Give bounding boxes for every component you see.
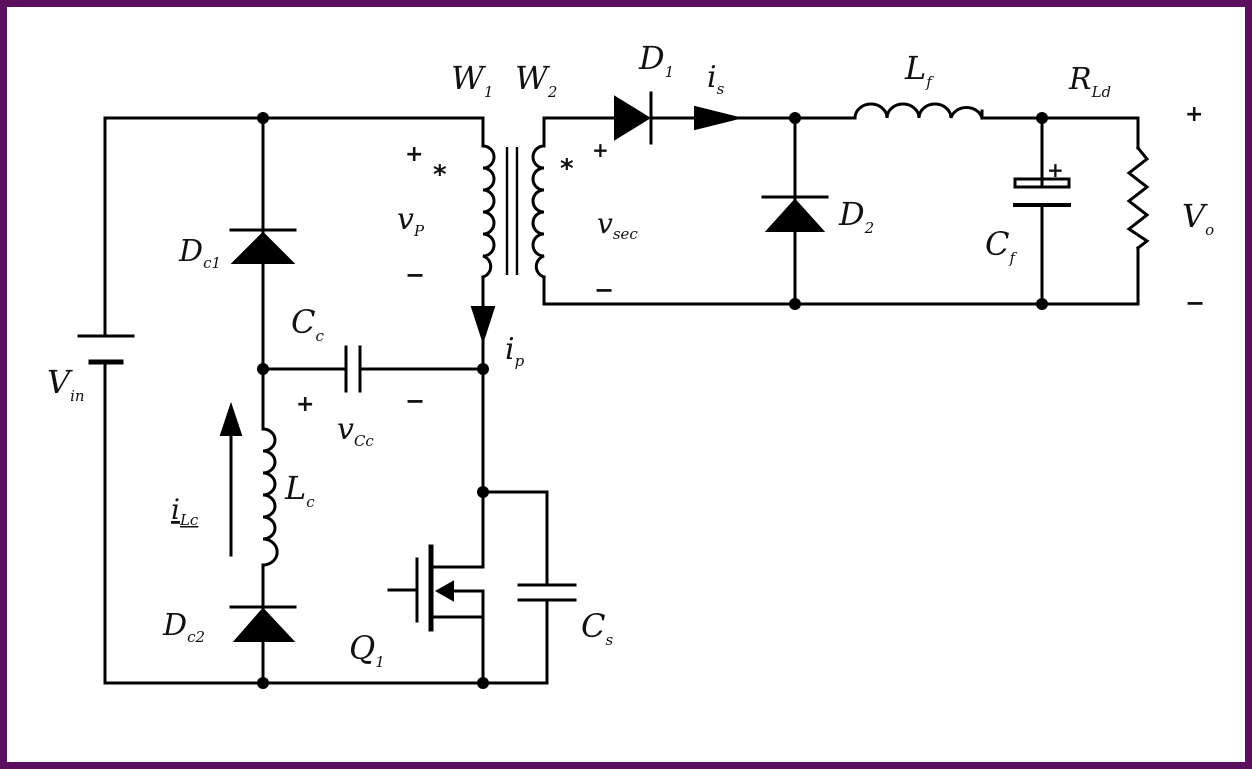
d2-diode-symbol bbox=[761, 195, 829, 232]
wire-cs-top bbox=[481, 490, 549, 587]
is-current-arrow-icon bbox=[694, 105, 740, 131]
junction-dot bbox=[1036, 298, 1048, 310]
label-lc: Lc bbox=[284, 469, 315, 511]
junction-dot bbox=[789, 112, 801, 124]
wire-sec-bottom bbox=[542, 275, 1140, 306]
cc-capacitor-symbol bbox=[344, 345, 362, 393]
plus-sign: + bbox=[296, 392, 314, 417]
diagram-frame: + − * * + − + − + + − W1 W2 D1 is Lf RLd… bbox=[7, 7, 1245, 762]
junction-dot bbox=[257, 363, 269, 375]
label-vin: Vin bbox=[47, 363, 85, 405]
label-w1: W1 bbox=[451, 59, 493, 101]
junction-dot bbox=[1036, 112, 1048, 124]
junctions bbox=[257, 112, 1048, 689]
minus-sign: − bbox=[405, 387, 425, 415]
junction-dot bbox=[257, 112, 269, 124]
label-vcc: vCc bbox=[337, 412, 374, 450]
plus-sign: + bbox=[1047, 158, 1064, 182]
minus-sign: − bbox=[405, 261, 425, 289]
minus-sign: − bbox=[1185, 289, 1205, 317]
plus-sign: + bbox=[405, 142, 423, 167]
ip-current-arrow-icon bbox=[470, 306, 496, 345]
cf-capacitor-symbol bbox=[1013, 177, 1071, 207]
label-ilc: iLc bbox=[171, 493, 199, 529]
label-rld: RLd bbox=[1068, 62, 1111, 101]
transformer-core-symbol bbox=[505, 147, 519, 275]
label-d2: D2 bbox=[838, 195, 874, 237]
label-q1: Q1 bbox=[349, 629, 385, 671]
ilc-current-arrow-icon bbox=[219, 401, 243, 557]
label-w2: W2 bbox=[515, 59, 557, 101]
q1-mosfet-symbol bbox=[387, 544, 485, 632]
lc-inductor-symbol bbox=[261, 427, 279, 567]
dot-mark-primary: * bbox=[433, 160, 447, 190]
label-lf: Lf bbox=[904, 49, 934, 91]
circuit-diagram: + − * * + − + − + + − W1 W2 D1 is Lf RLd… bbox=[47, 39, 1214, 689]
rld-resistor-symbol bbox=[1126, 145, 1150, 251]
lf-inductor-symbol bbox=[853, 102, 984, 120]
label-is: is bbox=[707, 60, 725, 98]
junction-dot bbox=[477, 486, 489, 498]
wire-lf-out bbox=[980, 109, 1140, 150]
label-vp: vP bbox=[397, 202, 425, 240]
dot-mark-secondary: * bbox=[560, 154, 574, 184]
label-cc: Cc bbox=[291, 303, 324, 345]
d1-diode-symbol bbox=[614, 91, 653, 145]
component-labels: W1 W2 D1 is Lf RLd vP vsec D2 Cf Vo Dc1 … bbox=[47, 39, 1214, 671]
label-cf: Cf bbox=[985, 225, 1017, 267]
wire-vin-left bbox=[103, 116, 549, 685]
plus-sign: + bbox=[1185, 102, 1203, 127]
junction-dot bbox=[789, 298, 801, 310]
cs-capacitor-symbol bbox=[517, 583, 577, 602]
label-vsec: vsec bbox=[597, 207, 638, 243]
wire-top-left bbox=[103, 116, 485, 148]
dc2-diode-symbol bbox=[229, 605, 297, 642]
label-vo: Vo bbox=[1182, 197, 1214, 239]
wires bbox=[103, 109, 1140, 685]
label-dc2: Dc2 bbox=[162, 608, 205, 646]
label-d1: D1 bbox=[638, 39, 674, 81]
junction-dot bbox=[257, 677, 269, 689]
dc1-diode-symbol bbox=[229, 228, 297, 264]
minus-sign: − bbox=[594, 276, 614, 304]
label-ip: ip bbox=[505, 332, 525, 370]
label-cs: Cs bbox=[581, 607, 613, 649]
vin-battery-symbol bbox=[77, 334, 135, 365]
polarity-marks: + − * * + − + − + + − bbox=[296, 102, 1205, 417]
junction-dot bbox=[477, 363, 489, 375]
label-dc1: Dc1 bbox=[178, 234, 221, 272]
wire-sec-top bbox=[542, 116, 617, 148]
w1-primary-winding-symbol bbox=[481, 144, 496, 279]
junction-dot bbox=[477, 677, 489, 689]
w2-secondary-winding-symbol bbox=[531, 144, 546, 279]
plus-sign: + bbox=[592, 138, 609, 162]
